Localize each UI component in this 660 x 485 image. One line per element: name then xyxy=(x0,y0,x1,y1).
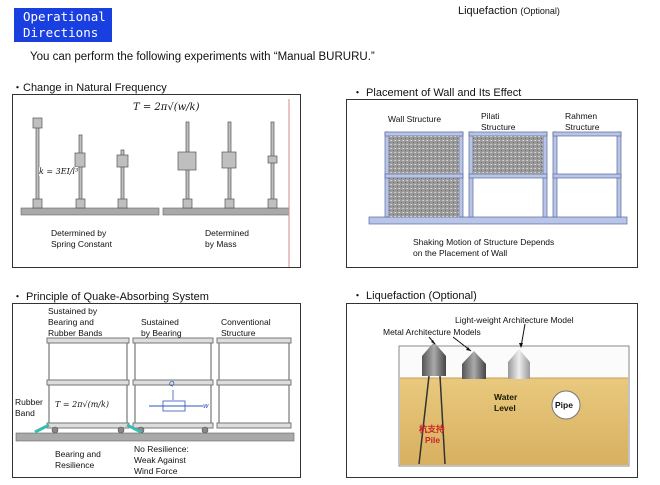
col2-line-2: by Bearing xyxy=(141,328,182,338)
pile-jp: 杭支持 xyxy=(419,424,445,434)
natural-frequency-panel: T = 2π√(w/k) k = 3EI/l³ Determined by Sp… xyxy=(12,94,301,268)
rahmen-structure-label: Rahmen Structure xyxy=(565,111,600,133)
bearing-line-2: Resilience xyxy=(55,460,95,470)
wall-caption-line-2: on the Placement of Wall xyxy=(413,248,508,258)
page-topic: Liquefaction (Optional) xyxy=(458,5,560,17)
page-topic-title: Liquefaction xyxy=(458,5,518,17)
badge-line-2: Directions xyxy=(23,25,99,40)
label-mass-line-1: Determined xyxy=(205,228,249,238)
bearing-line-1: Bearing and xyxy=(55,449,101,459)
spring-constant-formula: k = 3EI/l³ xyxy=(39,167,79,176)
wall-placement-panel: Wall Structure Pilati Structure Rahmen S… xyxy=(346,99,638,268)
pile-label: 杭支持 Pile xyxy=(419,424,445,446)
operational-directions-badge: Operational Directions xyxy=(14,8,112,42)
quake-absorbing-diagram xyxy=(15,337,295,442)
label-mass-line-2: by Mass xyxy=(205,239,237,249)
wall-structure-label: Wall Structure xyxy=(388,114,442,124)
pile-en: Pile xyxy=(425,435,441,445)
quake-formula: T = 2π√(m/k) xyxy=(55,400,109,409)
liquefaction-title-text: ・ Liquefaction xyxy=(352,290,426,302)
wall-structures-diagram xyxy=(368,131,628,225)
col3-line-2: Structure xyxy=(221,328,256,338)
wall-placement-title: ・ Placement of Wall and Its Effect xyxy=(352,87,522,99)
label-mass: Determined by Mass xyxy=(205,228,249,250)
bearing-rubber-label: Sustained by Bearing and Rubber Bands xyxy=(48,306,102,339)
col1-line-2: Bearing and xyxy=(48,317,94,327)
bearing-only-label: Sustained by Bearing xyxy=(141,317,182,339)
w-label: w xyxy=(203,402,209,410)
water-line-2: Level xyxy=(494,403,516,413)
wall-caption-line-1: Shaking Motion of Structure Depends xyxy=(413,237,555,247)
nores-line-2: Weak Against xyxy=(134,455,186,465)
rahmen-line-1: Rahmen xyxy=(565,111,598,121)
pilati-line-1: Pilati xyxy=(481,111,500,121)
pilati-line-2: Structure xyxy=(481,122,516,132)
col1-line-3: Rubber Bands xyxy=(48,328,103,338)
col2-line-1: Sustained xyxy=(141,317,179,327)
light-model-label: Light-weight Architecture Model xyxy=(455,315,574,325)
liquefaction-title: ・ Liquefaction (Optional) xyxy=(352,287,477,303)
metal-models-label: Metal Architecture Models xyxy=(383,327,481,337)
page-topic-optional: (Optional) xyxy=(520,6,560,16)
label-spring-line-1: Determined by xyxy=(51,228,107,238)
wall-caption: Shaking Motion of Structure Depends on t… xyxy=(413,237,554,259)
rahmen-line-2: Structure xyxy=(565,122,600,132)
liquefaction-diagram xyxy=(398,323,630,467)
rubber-band-label: Rubber Band xyxy=(15,397,43,419)
water-level-label: Water Level xyxy=(494,392,517,414)
bearing-resilience-label: Bearing and Resilience xyxy=(55,449,101,471)
label-spring-constant: Determined by Spring Constant xyxy=(51,228,112,250)
col3-line-1: Conventional xyxy=(221,317,271,327)
quake-absorbing-title: ・ Principle of Quake-Absorbing System xyxy=(12,291,209,303)
pipe-label: Pipe xyxy=(555,400,573,410)
nores-line-3: Wind Force xyxy=(134,466,178,476)
liquefaction-title-optional: (Optional) xyxy=(428,290,477,302)
nores-line-1: No Resilience: xyxy=(134,444,189,454)
conventional-label: Conventional Structure xyxy=(221,317,271,339)
rubber-line-1: Rubber xyxy=(15,397,43,407)
liquefaction-panel: Light-weight Architecture Model Metal Ar… xyxy=(346,303,638,478)
label-spring-line-2: Spring Constant xyxy=(51,239,112,249)
natural-frequency-title: ・Change in Natural Frequency xyxy=(12,82,167,94)
rubber-line-2: Band xyxy=(15,408,35,418)
period-formula: T = 2π√(w/k) xyxy=(133,102,200,113)
q-label: Q xyxy=(169,380,175,388)
intro-text: You can perform the following experiment… xyxy=(30,51,375,63)
water-line-1: Water xyxy=(494,392,518,402)
quake-absorbing-panel: T = 2π√(m/k) Q w Sustained by Bearing an… xyxy=(12,303,301,478)
pilati-structure-label: Pilati Structure xyxy=(481,111,516,133)
col1-line-1: Sustained by xyxy=(48,306,98,316)
no-resilience-label: No Resilience: Weak Against Wind Force xyxy=(134,444,189,477)
natural-frequency-diagram xyxy=(20,99,290,267)
badge-line-1: Operational xyxy=(23,9,106,24)
